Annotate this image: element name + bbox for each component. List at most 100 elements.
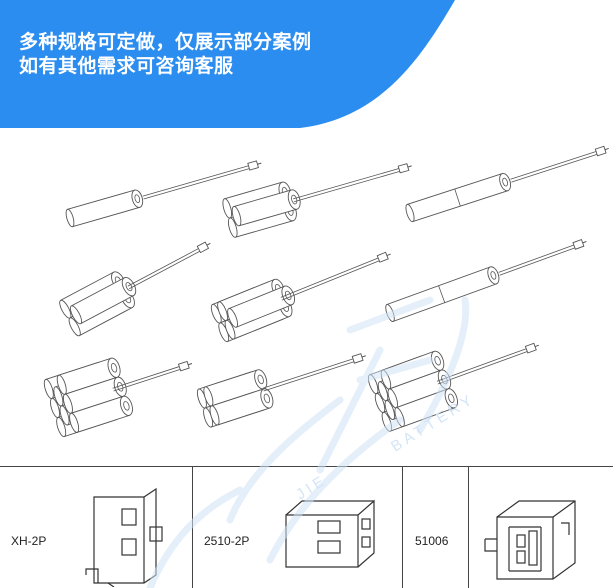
2510-slot (317, 540, 341, 554)
cell-end (69, 305, 83, 325)
51006-latch (528, 530, 538, 566)
plug-icon (196, 241, 210, 254)
five-cell-pack (210, 251, 391, 343)
plug-pin (604, 147, 609, 151)
cell-end (405, 203, 415, 223)
two-cell-inline-pack (385, 239, 587, 323)
three-cell-pack (59, 241, 211, 337)
battery-cell (231, 189, 301, 227)
four-cell-pack (196, 353, 366, 428)
battery-cell (405, 172, 512, 223)
eight-cell-pack (43, 357, 193, 438)
cell-terminal (499, 172, 512, 192)
banner-text: 多种规格可定做，仅展示部分案例 如有其他需求可咨询客服 (19, 30, 312, 78)
lead-wire (262, 358, 355, 392)
lead-wire (293, 168, 400, 203)
connector-cell-51006 (469, 466, 613, 588)
cell-terminal-ring (125, 282, 133, 292)
cell-terminal (121, 276, 137, 297)
cell-end (227, 308, 239, 328)
plug-pin (534, 344, 539, 348)
lead-wire (498, 244, 576, 276)
cell-terminal (131, 189, 144, 208)
cell-terminal-ring (284, 290, 292, 301)
plug-icon (572, 239, 585, 250)
cell-terminal-ring (117, 382, 124, 392)
battery-packs-gallery (43, 145, 609, 438)
cell-terminal-ring (291, 194, 298, 205)
lead-wire (127, 248, 201, 290)
cell-end (224, 319, 236, 340)
cell-terminal-ring (123, 401, 130, 411)
plug-pin (257, 162, 262, 165)
cell-end (68, 317, 81, 337)
cell-end (56, 416, 67, 438)
2510-pin-window (361, 536, 371, 548)
51006-slot (516, 550, 526, 564)
cell-terminal-ring (134, 194, 141, 204)
lead-wire (142, 165, 250, 200)
lead-wire (510, 151, 598, 183)
cell-end (231, 206, 242, 227)
xh-foot (85, 568, 115, 587)
xh-connector-drawing (85, 487, 163, 587)
cell-body (66, 189, 141, 228)
battery-cell (56, 357, 121, 395)
2510-edge (285, 500, 374, 567)
cell-terminal (287, 189, 301, 210)
cell-terminal (281, 285, 296, 306)
battery-cell (62, 376, 127, 414)
cell-terminal (487, 266, 500, 285)
battery-cell (227, 285, 296, 328)
connector-cell-xh: XH-2P (0, 466, 193, 588)
cell-end (227, 217, 238, 238)
two-cell-inline-pack (405, 145, 609, 223)
cell-end (65, 208, 75, 228)
connector-table: XH-2P 2510-2P 51006 (0, 466, 613, 588)
plug-pin (187, 363, 193, 366)
lead-wire (280, 257, 380, 301)
cell-joint (454, 188, 461, 207)
banner-line-1: 多种规格可定做，仅展示部分案例 (19, 31, 312, 53)
connector-label: 2510-2P (204, 534, 250, 548)
51006-slot (516, 534, 526, 548)
connector-label: XH-2P (11, 534, 47, 548)
cell-terminal-ring (110, 363, 118, 373)
cell-terminal-ring (502, 177, 508, 187)
plug-icon (351, 353, 364, 364)
cell-end (59, 405, 70, 426)
battery-cell (203, 369, 268, 407)
battery-cell (385, 266, 500, 323)
2510-slot (317, 520, 341, 534)
2510-connector-drawing (285, 499, 375, 568)
battery-cell (69, 395, 133, 433)
51006-frame (508, 526, 542, 572)
plug-icon (247, 160, 259, 171)
51006-connector-drawing (484, 500, 576, 580)
2510-pin-window (361, 518, 371, 530)
plug-icon (376, 251, 389, 263)
51006-tab (484, 522, 570, 552)
lead-wire (112, 366, 181, 392)
plug-pin (582, 241, 587, 244)
connector-label: 51006 (415, 534, 449, 548)
cell-end (209, 405, 220, 426)
plug-pin (386, 253, 391, 257)
connector-cell-51006-label: 51006 (403, 466, 469, 588)
cell-terminal-ring (257, 374, 264, 385)
cell-terminal-ring (490, 271, 497, 280)
plug-pin (407, 165, 412, 168)
plug-icon (524, 342, 537, 354)
plug-pin (206, 242, 211, 246)
plug-icon (177, 360, 190, 372)
xh-slot (121, 508, 137, 526)
lead-wire (436, 348, 528, 385)
banner-line-2: 如有其他需求可咨询客服 (19, 55, 234, 77)
plug-pin (361, 355, 366, 358)
xh-slot (121, 538, 137, 556)
banner-shape (0, 0, 455, 128)
battery-cell (65, 189, 144, 228)
plug-icon (397, 163, 410, 174)
51006-edge (497, 500, 576, 579)
xh-body (93, 487, 157, 584)
